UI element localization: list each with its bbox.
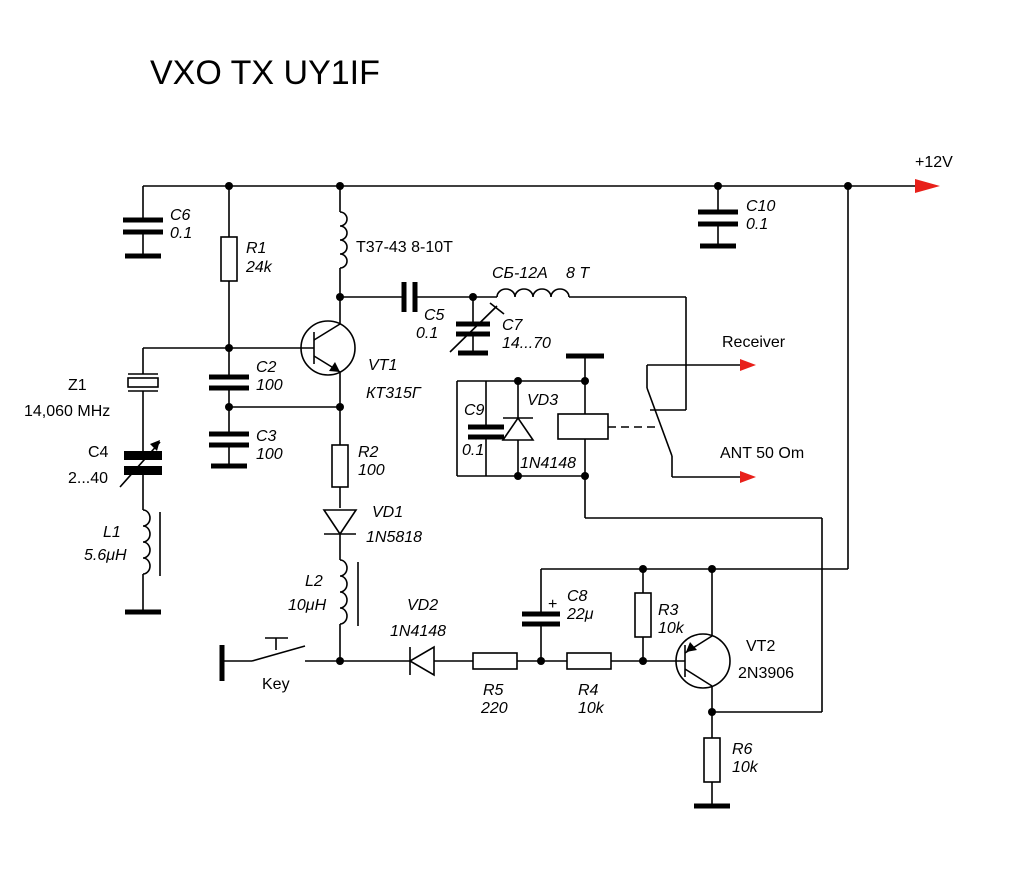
transistor-vt2: VT2 2N3906	[675, 569, 794, 738]
antenna-arrow-icon	[740, 471, 756, 483]
vt2-ref: VT2	[746, 638, 775, 655]
resistor-r4: R4 10k	[566, 652, 685, 717]
capacitor-c10: C10 0.1	[698, 186, 775, 249]
c8-polarity: +	[548, 596, 557, 613]
r1-value: 24k	[245, 259, 273, 276]
c5-value: 0.1	[416, 325, 438, 342]
c3-value: 100	[256, 446, 283, 463]
c7-ref: C7	[502, 317, 524, 334]
transformer-t1: T37-43 8-10T	[339, 186, 453, 297]
capacitor-c2: C2 100	[209, 348, 340, 408]
c9-value: 0.1	[462, 442, 484, 459]
inductor-l2: L2 10μH	[288, 559, 359, 661]
r3-ref: R3	[658, 602, 679, 619]
c10-value: 0.1	[746, 216, 768, 233]
r6-ref: R6	[732, 741, 753, 758]
l1-value: 5.6μH	[84, 547, 127, 564]
transistor-vt1: VT1 КТ315Г	[229, 297, 422, 445]
key-switch: Key	[219, 637, 340, 693]
capacitor-c4: C4 2...40	[68, 440, 162, 510]
l2-value: 10μH	[288, 597, 327, 614]
relay-contacts: Receiver ANT 50 Om	[608, 297, 804, 483]
vd3-ref: VD3	[527, 392, 558, 409]
r6-value: 10k	[732, 759, 759, 776]
c9-ref: C9	[464, 402, 485, 419]
c3-ref: C3	[256, 428, 277, 445]
c7-value: 14...70	[502, 335, 551, 352]
c6-ref: C6	[170, 207, 191, 224]
supply-arrow-icon	[915, 179, 940, 193]
c2-value: 100	[256, 377, 283, 394]
z1-value: 14,060 MHz	[24, 403, 110, 420]
supply-rail: +12V	[143, 154, 953, 193]
c6-value: 0.1	[170, 225, 192, 242]
z1-ref: Z1	[68, 377, 87, 394]
capacitor-c6: C6 0.1	[123, 186, 192, 259]
r4-ref: R4	[578, 682, 599, 699]
r3-value: 10k	[658, 620, 685, 637]
vd3-value: 1N4148	[520, 455, 576, 472]
capacitor-c5: C5 0.1	[340, 282, 497, 342]
r2-ref: R2	[358, 444, 379, 461]
t1-label: T37-43 8-10T	[356, 239, 453, 256]
c4-ref: C4	[88, 444, 109, 461]
l1-ref: L1	[103, 524, 121, 541]
junction-dots	[225, 182, 852, 716]
l3-ref: СБ-12А	[492, 265, 548, 282]
vd2-value: 1N4148	[390, 623, 446, 640]
schematic-title: VXO TX UY1IF	[150, 54, 380, 92]
vd1-value: 1N5818	[366, 529, 422, 546]
resistor-r5: R5 220	[472, 652, 567, 717]
crystal-z1: Z1 14,060 MHz	[24, 347, 229, 451]
c10-ref: C10	[746, 198, 775, 215]
capacitor-c7: C7 14...70	[449, 297, 551, 356]
antenna-label: ANT 50 Om	[720, 445, 804, 462]
vt2-value: 2N3906	[738, 665, 794, 682]
vd1-ref: VD1	[372, 504, 403, 521]
l2-ref: L2	[305, 573, 323, 590]
c5-ref: C5	[424, 307, 445, 324]
inductor-l1: L1 5.6μH	[84, 509, 161, 615]
r5-value: 220	[480, 700, 508, 717]
diode-vd1: VD1 1N5818	[322, 504, 422, 560]
c8-value: 22μ	[566, 606, 594, 623]
capacitor-c8: + C8 22μ	[522, 569, 594, 661]
resistor-r6: R6 10k	[694, 711, 822, 809]
key-label: Key	[262, 676, 290, 693]
c4-value: 2...40	[68, 470, 108, 487]
capacitor-c9: C9 0.1	[462, 381, 504, 476]
supply-label: +12V	[915, 154, 953, 171]
c8-ref: C8	[567, 588, 588, 605]
vd2-ref: VD2	[407, 597, 438, 614]
receiver-label: Receiver	[722, 334, 786, 351]
c2-ref: C2	[256, 359, 277, 376]
inductor-l3: СБ-12А 8 Т	[492, 265, 686, 298]
receiver-arrow-icon	[740, 359, 756, 371]
r2-value: 100	[358, 462, 385, 479]
resistor-r3: R3 10k	[541, 568, 848, 661]
l3-value: 8 Т	[566, 265, 590, 282]
diode-vd3: VD3 1N4148	[501, 381, 576, 476]
r4-value: 10k	[578, 700, 605, 717]
r1-ref: R1	[246, 240, 266, 257]
resistor-r1: R1 24k	[220, 186, 273, 348]
vt1-ref: VT1	[368, 357, 397, 374]
resistor-r2: R2 100	[331, 444, 385, 508]
diode-vd2: VD2 1N4148	[340, 597, 473, 677]
r5-ref: R5	[483, 682, 504, 699]
vt1-value: КТ315Г	[366, 385, 422, 402]
capacitor-c3: C3 100	[209, 407, 283, 469]
